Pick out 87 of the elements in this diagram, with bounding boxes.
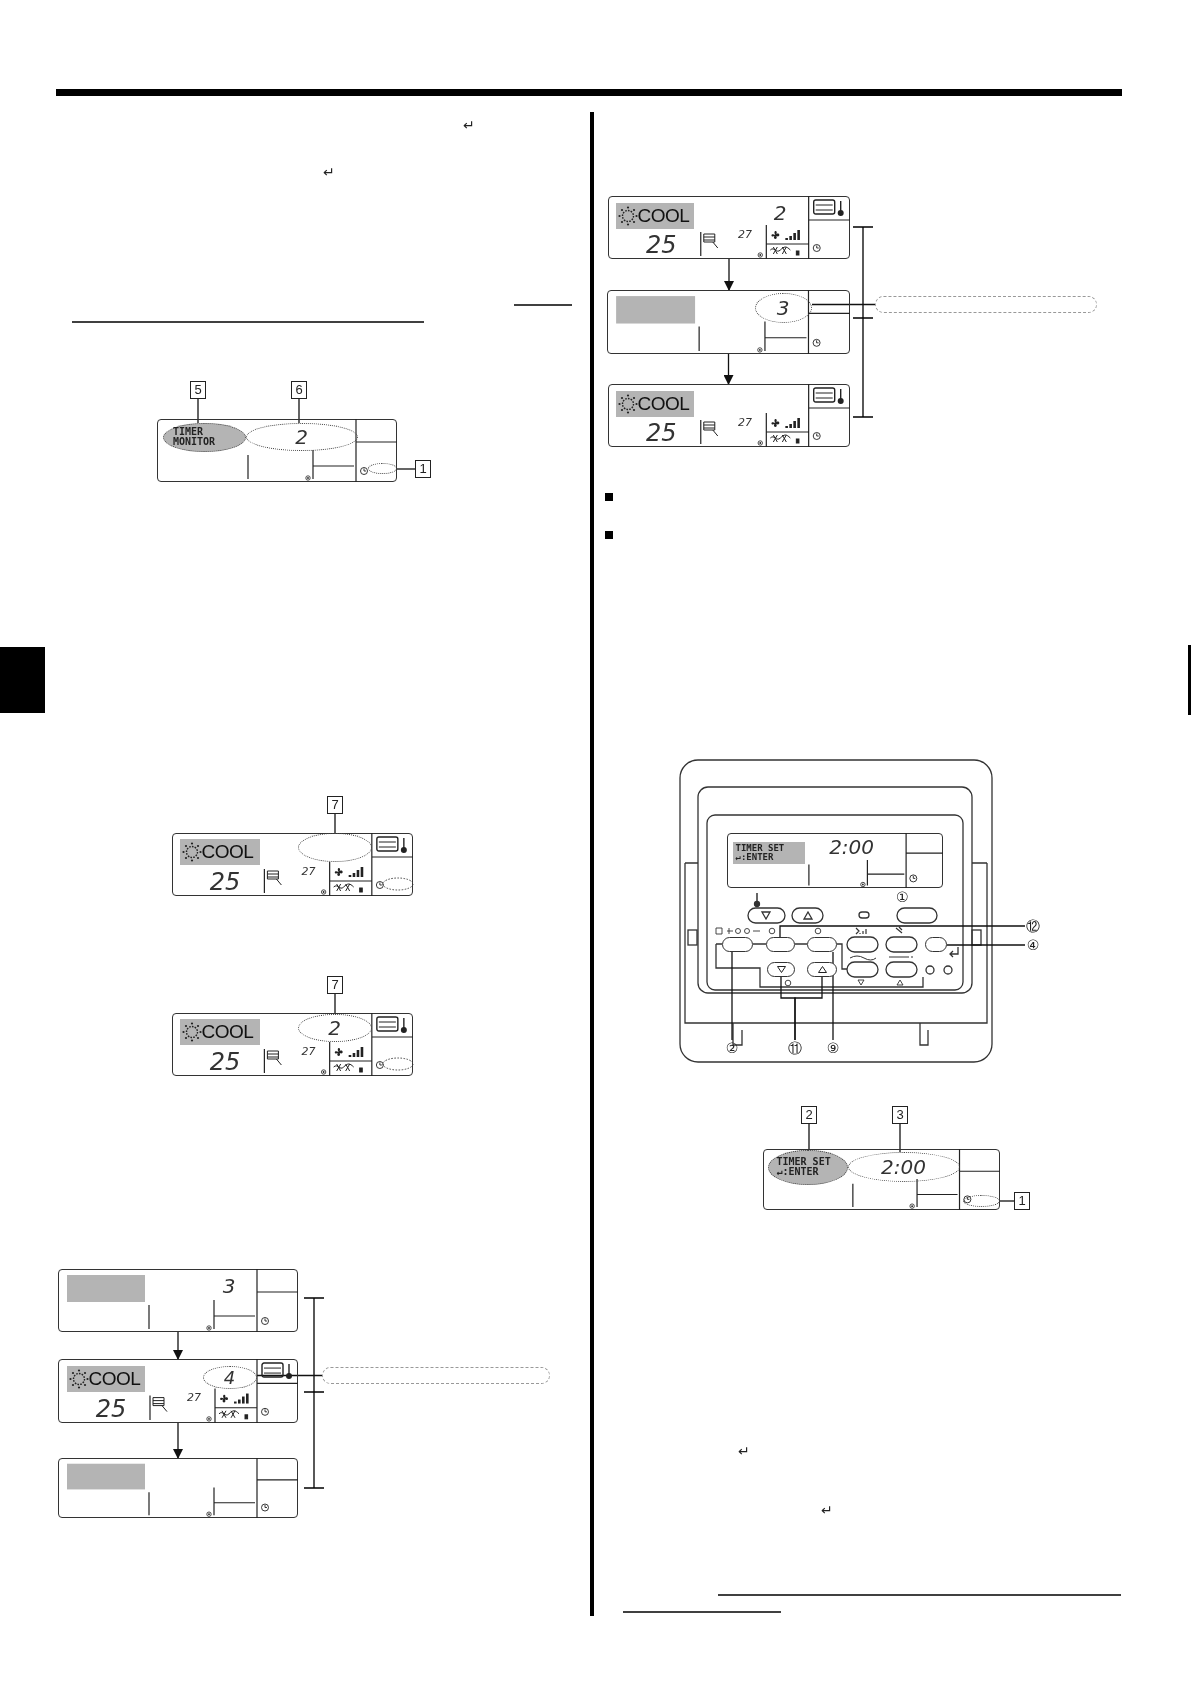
- lcd-display: [172, 1013, 413, 1076]
- lcd-digits: 25: [208, 870, 242, 894]
- remote-button: [925, 937, 947, 952]
- leader-line: [832, 951, 834, 1041]
- leader-line: [334, 993, 336, 1015]
- leader-line: [899, 1123, 901, 1153]
- lcd-digits: 2: [328, 1015, 341, 1040]
- lcd-display: [58, 1269, 298, 1332]
- return-symbol: ↵: [463, 117, 475, 133]
- leader-line: [197, 398, 199, 424]
- callout-number: 7: [327, 976, 343, 994]
- remote-button: [767, 962, 795, 977]
- mode-indicator: [179, 838, 260, 865]
- lcd-digits: 25: [644, 233, 678, 257]
- mode-text: COOL: [201, 840, 254, 863]
- leader-line: [298, 398, 300, 424]
- mode-text: COOL: [88, 1367, 141, 1390]
- leader-line: [794, 976, 823, 1041]
- lcd-digits: 4: [223, 1366, 236, 1388]
- display-message: TIMER SET ↵:ENTER: [776, 1157, 832, 1177]
- lcd-digits: 25: [644, 421, 678, 445]
- lcd-display: [157, 419, 397, 482]
- callout-number: 1: [415, 460, 431, 478]
- remote-button: [722, 937, 753, 952]
- lcd-display: [58, 1359, 298, 1423]
- mode-indicator: [615, 202, 694, 229]
- return-symbol: ↵: [323, 164, 335, 180]
- mode-text: COOL: [637, 392, 690, 415]
- callout-number: 2: [801, 1106, 817, 1124]
- callout-number: 7: [327, 796, 343, 814]
- arrow: [173, 1422, 183, 1459]
- return-symbol: ↵: [821, 1502, 833, 1518]
- display-highlight: [732, 841, 805, 864]
- lcd-digits: 2:00: [828, 835, 876, 858]
- return-symbol: ↵: [738, 1443, 750, 1459]
- callout-number: 3: [892, 1106, 908, 1124]
- dotted-ellipse: [767, 1149, 848, 1185]
- callout-number: ⑨: [825, 1040, 841, 1056]
- lcd-display: [608, 384, 850, 447]
- leader-line: [334, 813, 336, 834]
- callout-number: ①: [896, 889, 909, 905]
- lcd-display: [608, 196, 850, 259]
- lcd-digits: 2: [772, 200, 788, 226]
- callout-number: ⑪: [787, 1040, 803, 1056]
- callout-number: 5: [190, 381, 206, 399]
- arrow: [723, 353, 734, 385]
- arrow: [173, 1331, 183, 1360]
- mode-text: COOL: [637, 204, 690, 227]
- lcd-digits: 27: [186, 1390, 202, 1405]
- mode-indicator: [66, 1365, 145, 1392]
- callout-number: ④: [1025, 937, 1041, 953]
- callout-number: 6: [291, 381, 307, 399]
- display-message: TIMER MONITOR: [173, 427, 217, 447]
- leader-line: [256, 1374, 323, 1377]
- lcd-digits: 27: [300, 1044, 317, 1058]
- callout-number: 1: [1014, 1192, 1030, 1210]
- lcd-digits: 3: [776, 295, 790, 320]
- callout-number: ⑫: [1025, 918, 1041, 934]
- mode-indicator: [179, 1018, 260, 1045]
- callout-number: ②: [724, 1040, 740, 1056]
- leader-line: [396, 468, 416, 470]
- lcd-display: [172, 833, 413, 896]
- leader-line: [731, 951, 733, 1041]
- lcd-digits: 25: [94, 1396, 128, 1421]
- lcd-digits: 27: [737, 415, 754, 429]
- lcd-digits: 3: [221, 1273, 237, 1299]
- lcd-digits: 2:00: [881, 1154, 926, 1179]
- lcd-display: [58, 1458, 298, 1518]
- leader-line: [946, 944, 1026, 946]
- remote-button: [807, 937, 837, 952]
- leader-line: [811, 303, 876, 306]
- leader-line: [779, 925, 1026, 938]
- lcd-digits: 27: [737, 227, 754, 241]
- leader-line: [808, 1123, 810, 1151]
- remote-button: [807, 962, 837, 977]
- lcd-digits: 2: [295, 424, 308, 449]
- lcd-digits: 25: [208, 1050, 242, 1074]
- arrow: [724, 258, 734, 291]
- lcd-display: [727, 833, 943, 888]
- mode-text: COOL: [201, 1020, 254, 1043]
- lcd-digits: 27: [300, 864, 317, 878]
- remote-button: [766, 937, 795, 952]
- lcd-display: [607, 290, 850, 354]
- leader-line: [999, 1200, 1015, 1202]
- display-message: TIMER SET ↵:ENTER: [735, 843, 786, 862]
- lcd-display: [763, 1149, 1000, 1210]
- mode-indicator: [615, 390, 694, 417]
